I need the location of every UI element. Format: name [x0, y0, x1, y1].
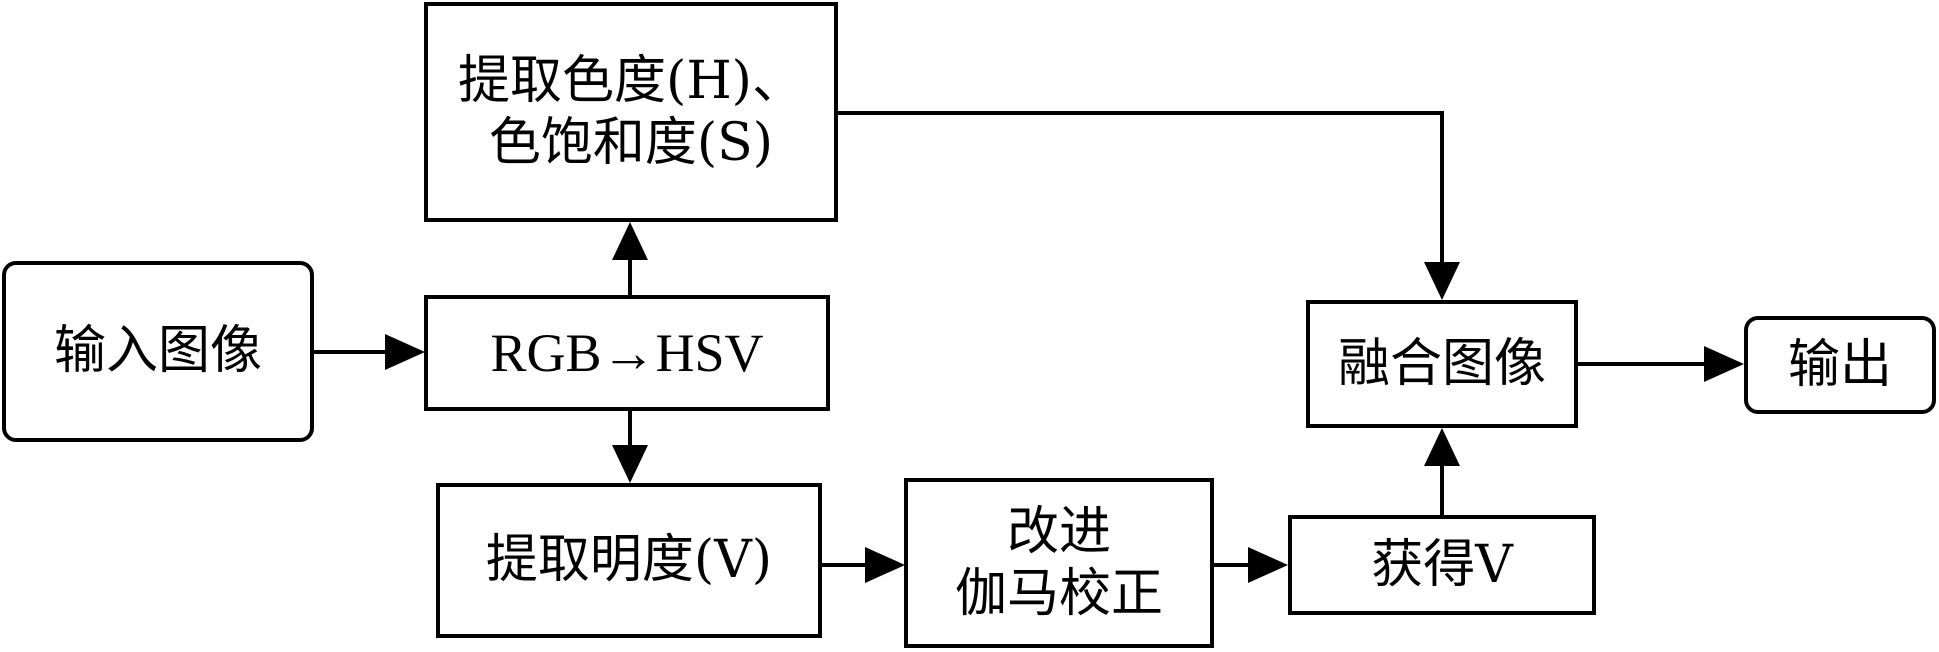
- input-image-label: 输入图像: [53, 321, 262, 382]
- extract-hs-label-line2: 色饱和度(S): [488, 113, 774, 173]
- output-label: 输出: [1787, 334, 1892, 395]
- gamma-label-line1: 改进: [1006, 501, 1111, 562]
- extract-v-label: 提取明度(V): [485, 530, 773, 591]
- arrowhead-extract-v-to-gamma: [865, 547, 905, 583]
- arrow-extract-hs-to-fuse: [838, 111, 1444, 262]
- arrowhead-fuse-to-output: [1704, 346, 1744, 382]
- extract-hs-label-line1: 提取色度(H)、: [458, 50, 804, 111]
- extract-hs-node: 提取色度(H)、 色饱和度(S): [424, 2, 838, 222]
- arrowhead-obtain-v-to-fuse: [1424, 428, 1460, 466]
- arrowhead-rgbhsv-to-extract-v: [612, 445, 648, 483]
- fuse-image-label: 融合图像: [1337, 333, 1546, 394]
- fuse-image-node: 融合图像: [1306, 300, 1578, 428]
- extract-v-node: 提取明度(V): [436, 483, 822, 638]
- arrowhead-rgbhsv-to-extract-hs: [612, 222, 648, 260]
- rgb-to-hsv-node: RGB→HSV: [424, 295, 830, 411]
- rgb-to-hsv-label: RGB→HSV: [490, 322, 764, 383]
- output-node: 输出: [1744, 316, 1936, 414]
- input-image-node: 输入图像: [2, 261, 314, 442]
- obtain-v-label: 获得V: [1371, 534, 1513, 595]
- gamma-correction-node: 改进 伽马校正: [904, 478, 1214, 648]
- obtain-v-node: 获得V: [1288, 515, 1596, 615]
- arrowhead-extract-hs-to-fuse: [1424, 262, 1460, 300]
- gamma-label-line2: 伽马校正: [954, 564, 1163, 624]
- arrowhead-input-to-rgbhsv: [385, 334, 425, 370]
- arrowhead-gamma-to-obtain-v: [1248, 547, 1288, 583]
